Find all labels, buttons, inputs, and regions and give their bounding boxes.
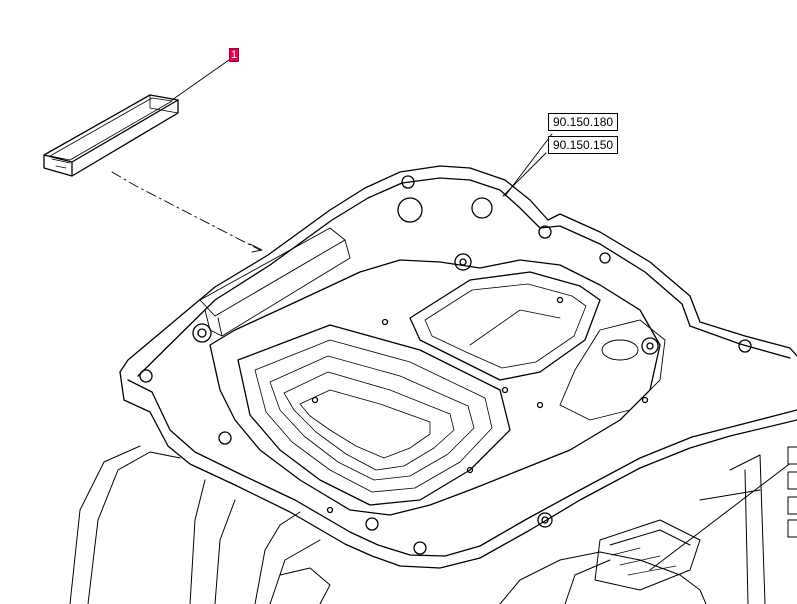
cab-lower-structure bbox=[69, 445, 793, 604]
tag-leader-line bbox=[171, 59, 230, 101]
installation-path bbox=[111, 171, 261, 251]
cab-roof-panel bbox=[119, 165, 797, 569]
clipped-callout-stubs bbox=[787, 446, 797, 538]
reference-callout: 90.150.150 bbox=[548, 136, 619, 154]
part-tag: 1 bbox=[229, 48, 239, 62]
filter-part bbox=[43, 94, 179, 177]
reference-callout: 90.150.180 bbox=[548, 113, 619, 131]
reference-leader-line bbox=[502, 152, 547, 197]
